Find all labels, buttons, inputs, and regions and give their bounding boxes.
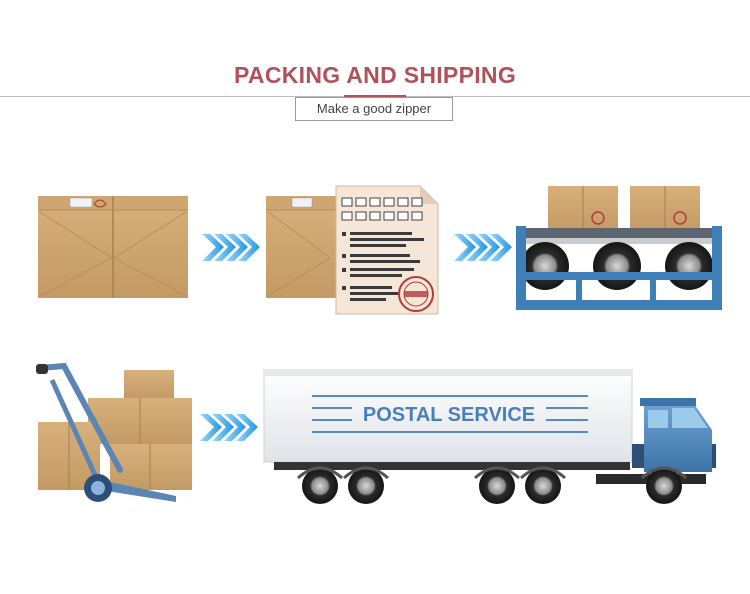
- subtitle-box: Make a good zipper: [295, 97, 453, 121]
- hand-truck-icon: [36, 362, 192, 502]
- truck-side-label: POSTAL SERVICE: [363, 404, 535, 426]
- step-arrow-3: [200, 414, 258, 441]
- packed-box-icon: [38, 196, 188, 298]
- title-accent-bar: [344, 95, 406, 98]
- step-arrow-2: [454, 234, 512, 261]
- page-title: PACKING AND SHIPPING: [233, 62, 517, 88]
- stamp-icon: [398, 276, 434, 312]
- step-arrow-1: [202, 234, 260, 261]
- conveyor-icon: [516, 186, 722, 310]
- truck-icon: POSTAL SERVICE: [263, 369, 716, 504]
